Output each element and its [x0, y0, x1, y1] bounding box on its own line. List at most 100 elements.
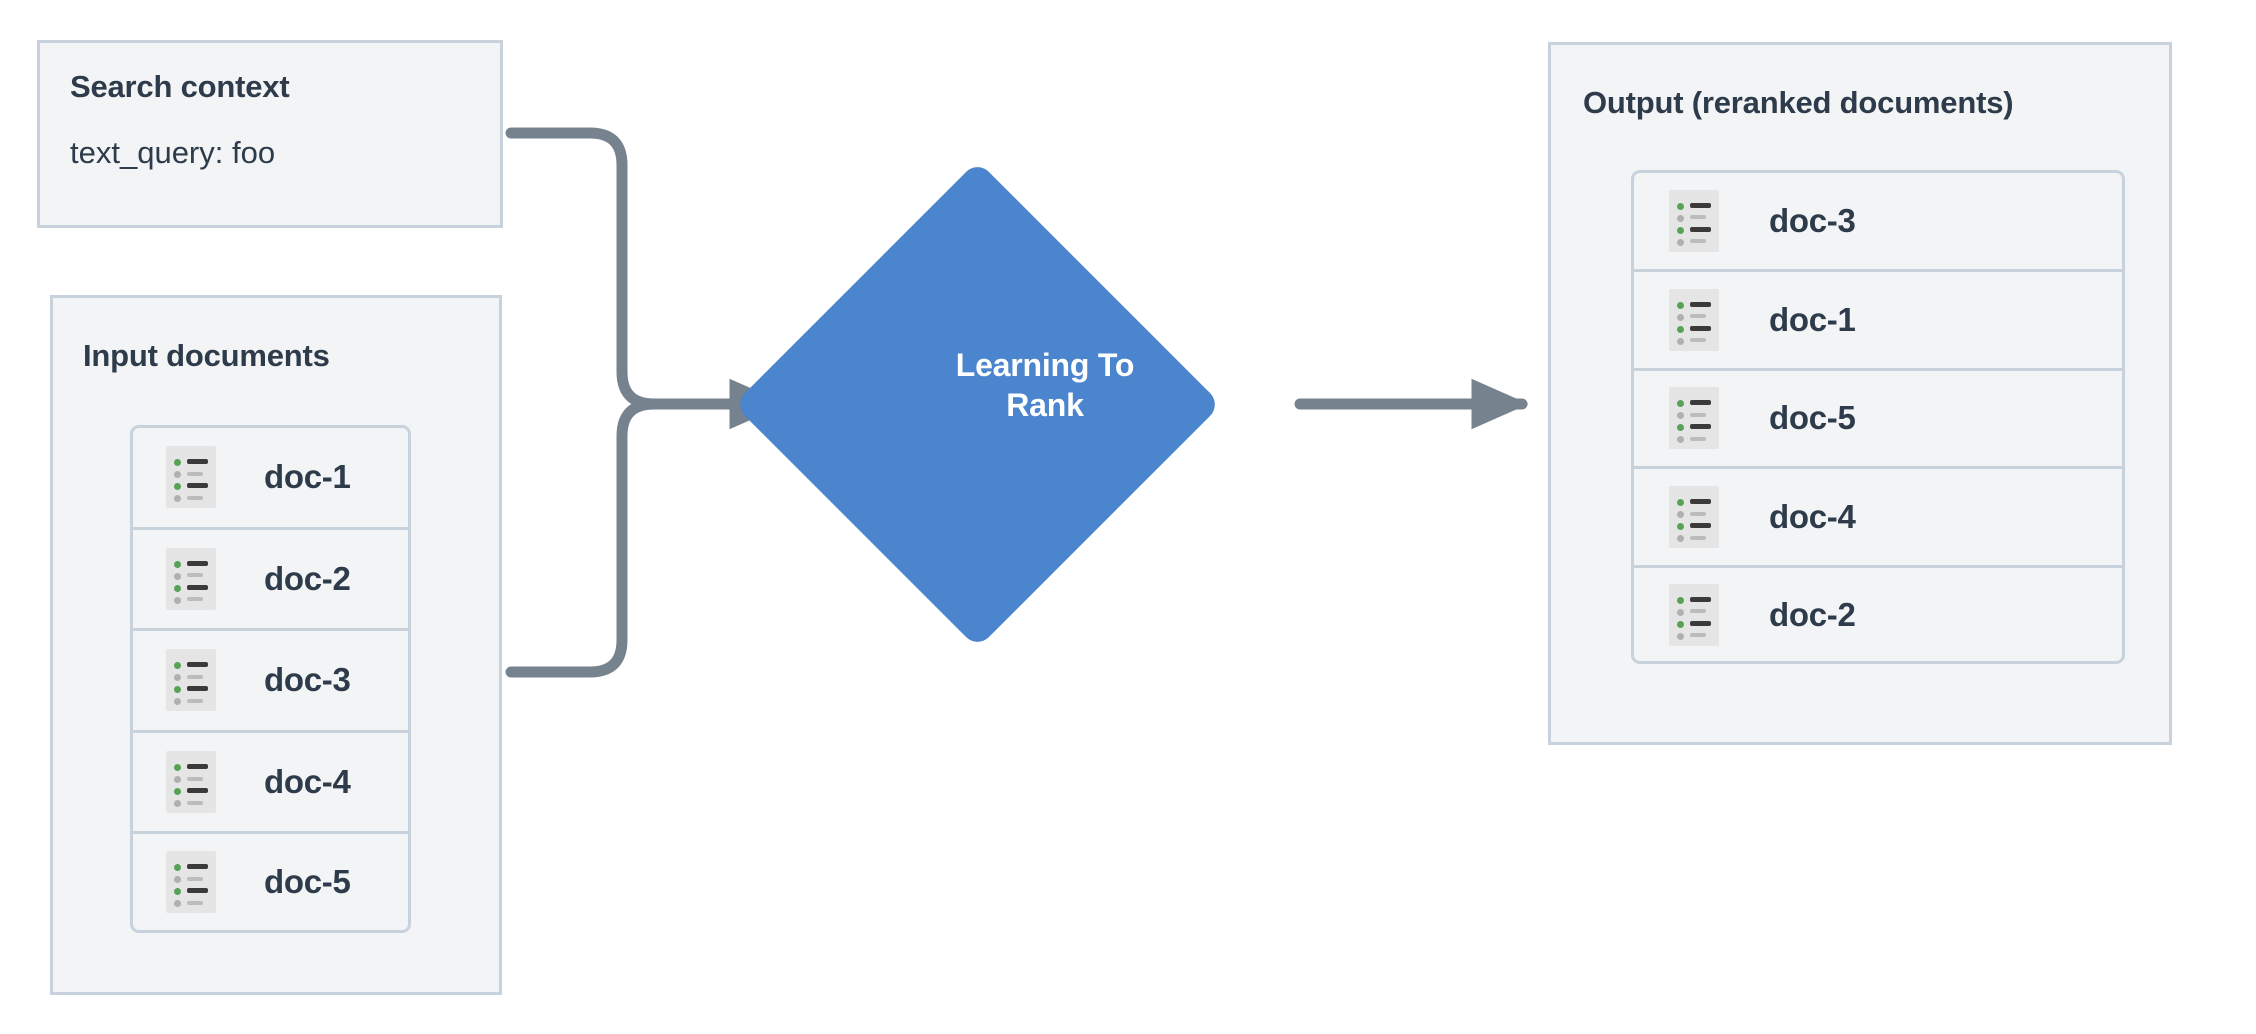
- doc-icon-line: [187, 698, 203, 703]
- document-list-icon: [166, 547, 216, 610]
- doc-icon-bullet: [174, 471, 181, 479]
- doc-label: doc-5: [1769, 399, 1856, 437]
- output-document-row[interactable]: doc-5: [1631, 367, 2125, 467]
- doc-icon-bullet: [1677, 523, 1684, 531]
- doc-icon-line: [1690, 424, 1711, 430]
- doc-label: doc-5: [264, 863, 351, 901]
- doc-icon-line: [1690, 436, 1706, 441]
- connector-input-documents-to-ltr: [505, 398, 706, 678]
- doc-icon-line: [187, 483, 208, 489]
- doc-icon-line: [187, 584, 208, 590]
- doc-icon-line: [187, 764, 208, 770]
- doc-icon-bullet: [1677, 238, 1684, 246]
- doc-icon-bullet: [174, 560, 181, 568]
- doc-icon-bullet: [1677, 535, 1684, 543]
- doc-icon-line: [187, 788, 208, 794]
- doc-icon-bullet: [1677, 400, 1684, 408]
- output-document-row[interactable]: doc-2: [1631, 565, 2125, 664]
- doc-icon-bullet: [1677, 499, 1684, 507]
- document-list-icon: [1669, 486, 1719, 549]
- document-list-icon: [166, 751, 216, 814]
- document-list-icon: [166, 851, 216, 914]
- doc-icon-bullet: [174, 876, 181, 884]
- doc-icon-line: [187, 674, 203, 679]
- learning-to-rank-line-1: Learning To: [955, 347, 1135, 383]
- doc-icon-line: [187, 495, 203, 500]
- doc-icon-line: [187, 876, 203, 881]
- doc-icon-line: [1690, 226, 1711, 232]
- connector-search-context-to-ltr: [505, 127, 706, 410]
- doc-icon-bullet: [174, 698, 181, 706]
- document-list-icon: [1669, 583, 1719, 646]
- document-list-icon: [1669, 189, 1719, 252]
- output-document-row[interactable]: doc-3: [1631, 170, 2125, 269]
- doc-icon-bullet: [174, 764, 181, 772]
- doc-icon-bullet: [174, 788, 181, 796]
- doc-label: doc-4: [1769, 498, 1856, 536]
- doc-icon-line: [1690, 535, 1706, 540]
- doc-icon-line: [1690, 325, 1711, 331]
- output-document-row[interactable]: doc-1: [1631, 268, 2125, 368]
- input-document-row[interactable]: doc-1: [130, 425, 411, 527]
- doc-icon-line: [1690, 338, 1706, 343]
- doc-label: doc-3: [264, 661, 351, 699]
- doc-icon-bullet: [1677, 632, 1684, 640]
- doc-label: doc-2: [264, 559, 351, 597]
- doc-icon-bullet: [1677, 511, 1684, 519]
- doc-icon-bullet: [1677, 608, 1684, 616]
- doc-icon-line: [1690, 523, 1711, 529]
- doc-label: doc-1: [1769, 300, 1856, 338]
- input-documents-list: doc-1 doc-2 doc-3 doc-4 doc-5: [130, 425, 411, 933]
- doc-icon-line: [1690, 412, 1706, 417]
- doc-label: doc-1: [264, 458, 351, 496]
- doc-icon-bullet: [174, 483, 181, 491]
- input-document-row[interactable]: doc-4: [130, 729, 411, 832]
- doc-label: doc-4: [264, 763, 351, 801]
- document-list-icon: [166, 649, 216, 712]
- doc-icon-bullet: [1677, 226, 1684, 234]
- doc-icon-bullet: [1677, 596, 1684, 604]
- doc-icon-bullet: [174, 900, 181, 908]
- doc-icon-line: [1690, 400, 1711, 406]
- doc-icon-line: [187, 900, 203, 905]
- doc-icon-bullet: [174, 662, 181, 670]
- doc-icon-line: [187, 888, 208, 894]
- doc-icon-line: [187, 573, 203, 578]
- output-documents-list: doc-3 doc-1 doc-5 doc-4 doc-2: [1631, 170, 2125, 664]
- search-context-panel: Search context text_query: foo: [37, 40, 503, 228]
- input-document-row[interactable]: doc-2: [130, 526, 411, 629]
- doc-icon-line: [1690, 511, 1706, 516]
- learning-to-rank-line-2: Rank: [1006, 387, 1084, 423]
- doc-icon-bullet: [1677, 313, 1684, 321]
- doc-icon-bullet: [174, 459, 181, 467]
- doc-icon-bullet: [1677, 214, 1684, 222]
- doc-icon-bullet: [174, 686, 181, 694]
- doc-icon-bullet: [1677, 337, 1684, 345]
- doc-icon-line: [1690, 301, 1711, 307]
- doc-label: doc-2: [1769, 595, 1856, 633]
- doc-icon-bullet: [1677, 202, 1684, 210]
- doc-icon-line: [1690, 620, 1711, 626]
- doc-icon-bullet: [1677, 424, 1684, 432]
- output-documents-title: Output (reranked documents): [1583, 85, 2014, 120]
- doc-icon-bullet: [174, 674, 181, 682]
- doc-icon-bullet: [1677, 620, 1684, 628]
- input-document-row[interactable]: doc-3: [130, 628, 411, 730]
- input-document-row[interactable]: doc-5: [130, 831, 411, 933]
- doc-icon-bullet: [174, 776, 181, 784]
- doc-icon-bullet: [174, 572, 181, 580]
- doc-icon-line: [1690, 239, 1706, 244]
- doc-icon-line: [1690, 609, 1706, 614]
- doc-icon-bullet: [174, 596, 181, 604]
- doc-icon-line: [1690, 215, 1706, 220]
- document-list-icon: [1669, 387, 1719, 450]
- document-list-icon: [1669, 288, 1719, 351]
- doc-label: doc-3: [1769, 201, 1856, 239]
- doc-icon-line: [187, 776, 203, 781]
- doc-icon-line: [187, 471, 203, 476]
- doc-icon-line: [187, 864, 208, 870]
- doc-icon-line: [1690, 596, 1711, 602]
- doc-icon-line: [187, 686, 208, 692]
- output-document-row[interactable]: doc-4: [1631, 466, 2125, 566]
